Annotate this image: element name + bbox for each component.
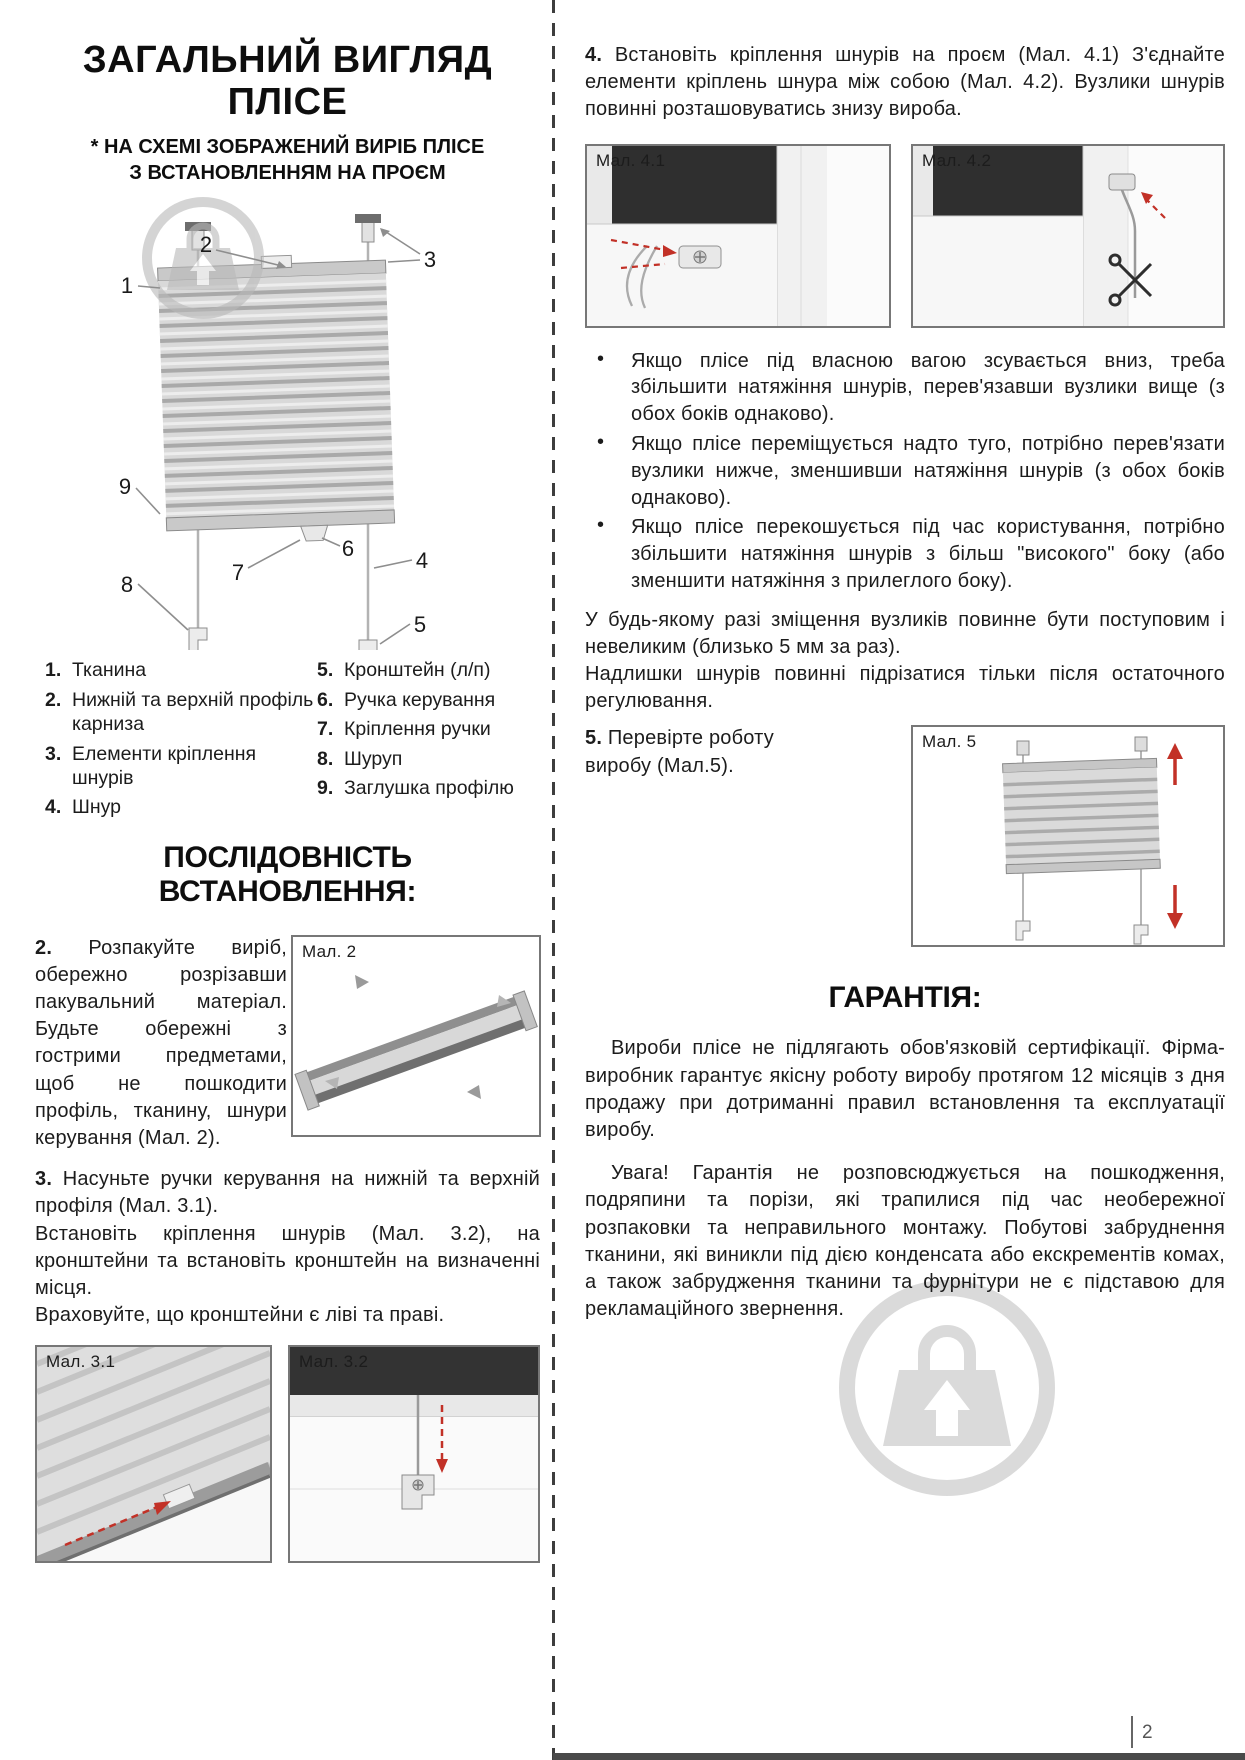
pleat-shadows bbox=[157, 286, 394, 509]
legend-item: 1.Тканина bbox=[45, 659, 147, 682]
step-4-text: 4. Встановіть кріплення шнурів на проєм … bbox=[585, 44, 1226, 121]
window-glass bbox=[290, 1347, 538, 1396]
legend-item: 3.Елементи кріплення шнурів bbox=[45, 742, 257, 789]
legend-item: 8.Шуруп bbox=[317, 747, 403, 770]
page-number-divider bbox=[1131, 1716, 1133, 1748]
bottom-edge-line bbox=[553, 1753, 1245, 1760]
bullet-item: • Якщо плісе переміщується надто туго, п… bbox=[585, 431, 1225, 511]
diagram-label-5: 5 bbox=[413, 612, 425, 637]
bottom-right-bracket bbox=[358, 639, 377, 651]
legend: 1.Тканина 2.Нижній та верхній профіль ка… bbox=[35, 658, 540, 824]
scissors-icon bbox=[1108, 253, 1153, 307]
bullet-marker: • bbox=[597, 430, 605, 453]
figure-4-2: Мал. 4.2 bbox=[911, 143, 1225, 328]
pleat-highlights bbox=[157, 279, 394, 516]
red-arrow bbox=[1144, 196, 1166, 219]
legend-item: 4.Шнур bbox=[45, 796, 122, 819]
figure-4-1-image bbox=[587, 145, 889, 326]
page-subtitle: * НА СХЕМІ ЗОБРАЖЕНИЙ ВИРІБ ПЛІСЕ З ВСТА… bbox=[90, 135, 485, 184]
figure-3-2-label: Мал. 3.2 bbox=[299, 1352, 369, 1372]
diagram-label-9: 9 bbox=[118, 474, 130, 499]
control-handle bbox=[299, 525, 328, 542]
figure-5-label: Мал. 5 bbox=[922, 732, 977, 752]
figure-5: Мал. 5 bbox=[911, 725, 1225, 948]
legend-item: 6.Ручка керування bbox=[317, 688, 496, 711]
figure-3-1: Мал. 3.1 bbox=[35, 1345, 272, 1564]
red-arrow bbox=[64, 1506, 158, 1547]
legend-item: 5.Кронштейн (л/п) bbox=[317, 659, 491, 682]
red-arrow-1 bbox=[610, 238, 666, 251]
bullet-marker: • bbox=[597, 347, 605, 370]
small-blind bbox=[1002, 758, 1161, 875]
cord-bracket bbox=[1108, 173, 1136, 191]
figure-2-label: Мал. 2 bbox=[302, 941, 357, 961]
figure-2-image bbox=[294, 974, 538, 1111]
window-glass bbox=[612, 145, 777, 224]
watermark-logo bbox=[141, 197, 264, 320]
diagram-label-6: 6 bbox=[341, 536, 353, 561]
bullet-item: • Якщо плісе під власною вагою зсуваєтьс… bbox=[585, 348, 1225, 428]
figure-3-2: Мал. 3.2 bbox=[288, 1345, 540, 1564]
warranty-paragraph-2: Увага! Гарантія не розповсюджується на п… bbox=[585, 1162, 1225, 1321]
step-3-text: 3. Насуньте ручки керування на нижній та… bbox=[35, 1168, 540, 1327]
bottom-profile bbox=[37, 1462, 270, 1562]
figures-3-row: Мал. 3.1 Мал. 3.2 bbox=[35, 1345, 540, 1564]
diagram-label-4: 4 bbox=[415, 548, 427, 573]
adjustment-notes: • Якщо плісе під власною вагою зсуваєтьс… bbox=[585, 348, 1225, 595]
legend-column-2: 5.Кронштейн (л/п) 6.Ручка керування 7.Кр… bbox=[317, 658, 540, 824]
overview-diagram: 1 2 3 9 7 6 4 8 5 bbox=[35, 188, 540, 651]
figure-4-2-label: Мал. 4.2 bbox=[922, 150, 992, 170]
figures-4-row: Мал. 4.1 bbox=[585, 143, 1225, 328]
step-2-block: 2. Розпакуйте виріб, обережно розрізавши… bbox=[35, 934, 541, 1153]
diagram-label-2: 2 bbox=[199, 232, 211, 257]
bullet-item: • Якщо плісе перекошується під час корис… bbox=[585, 514, 1225, 594]
window-glass bbox=[933, 145, 1083, 216]
legend-column-1: 1.Тканина 2.Нижній та верхній профіль ка… bbox=[45, 658, 317, 824]
figure-4-1-label: Мал. 4.1 bbox=[596, 150, 666, 170]
figure-3-2-image bbox=[290, 1347, 538, 1562]
figure-4-1: Мал. 4.1 bbox=[585, 143, 891, 328]
legend-item: 2.Нижній та верхній профіль карниза bbox=[45, 688, 314, 736]
figure-5-image bbox=[913, 727, 1223, 946]
page-title-line2: ПЛІСЕ bbox=[227, 80, 348, 123]
diagram-label-8: 8 bbox=[120, 572, 132, 597]
step-5-text: 5. Перевірте роботу виробу (Мал.5). bbox=[585, 727, 774, 777]
figure-2: Мал. 2 bbox=[291, 934, 541, 1137]
cords bbox=[625, 244, 658, 309]
page-number: 2 bbox=[1142, 1722, 1153, 1743]
install-heading: ПОСЛІДОВНІСТЬ ВСТАНОВЛЕННЯ: bbox=[158, 840, 417, 908]
step-5-block: 5. Перевірте роботу виробу (Мал.5). Мал.… bbox=[585, 725, 1225, 948]
left-column: ЗАГАЛЬНИЙ ВИГЛЯД ПЛІСЕ * НА СХЕМІ ЗОБРАЖ… bbox=[35, 39, 541, 1564]
leader-arrowheads bbox=[275, 228, 390, 270]
note-text: У будь-якому разі зміщення вузликів пови… bbox=[585, 608, 1225, 713]
legend-item: 9.Заглушка профілю bbox=[317, 776, 514, 799]
pleated-blind-diagram: 1 2 3 9 7 6 4 8 5 bbox=[118, 197, 436, 651]
page-title: ЗАГАЛЬНИЙ ВИГЛЯД ПЛІСЕ bbox=[35, 39, 540, 124]
page-title-line1: ЗАГАЛЬНИЙ ВИГЛЯД bbox=[82, 39, 493, 81]
legend-item: 7.Кріплення ручки bbox=[317, 718, 491, 741]
column-divider bbox=[552, 0, 555, 1760]
step-2-text: 2. Розпакуйте виріб, обережно розрізавши… bbox=[35, 936, 287, 1149]
leader-lines bbox=[134, 229, 420, 646]
warranty-paragraph-1: Вироби плісе не підлягають обов'язковій … bbox=[585, 1037, 1225, 1142]
bottom-left-bracket bbox=[188, 627, 207, 651]
blind-body bbox=[156, 255, 395, 542]
bottom-profile bbox=[165, 509, 395, 532]
diagram-label-1: 1 bbox=[120, 273, 132, 298]
watermark-logo bbox=[839, 1280, 1055, 1496]
diagram-label-7: 7 bbox=[231, 560, 243, 585]
figure-3-1-label: Мал. 3.1 bbox=[46, 1352, 116, 1372]
figure-3-1-image bbox=[37, 1347, 270, 1562]
cord bbox=[1120, 189, 1137, 298]
red-arrow-2 bbox=[620, 262, 666, 269]
right-column: 4. Встановіть кріплення шнурів на проєм … bbox=[585, 42, 1226, 1496]
diagram-label-3: 3 bbox=[423, 247, 435, 272]
cord-fixing bbox=[401, 1474, 435, 1510]
bullet-marker: • bbox=[597, 514, 605, 537]
figure-4-2-image bbox=[913, 145, 1223, 326]
warranty-heading: ГАРАНТІЯ: bbox=[828, 981, 982, 1015]
